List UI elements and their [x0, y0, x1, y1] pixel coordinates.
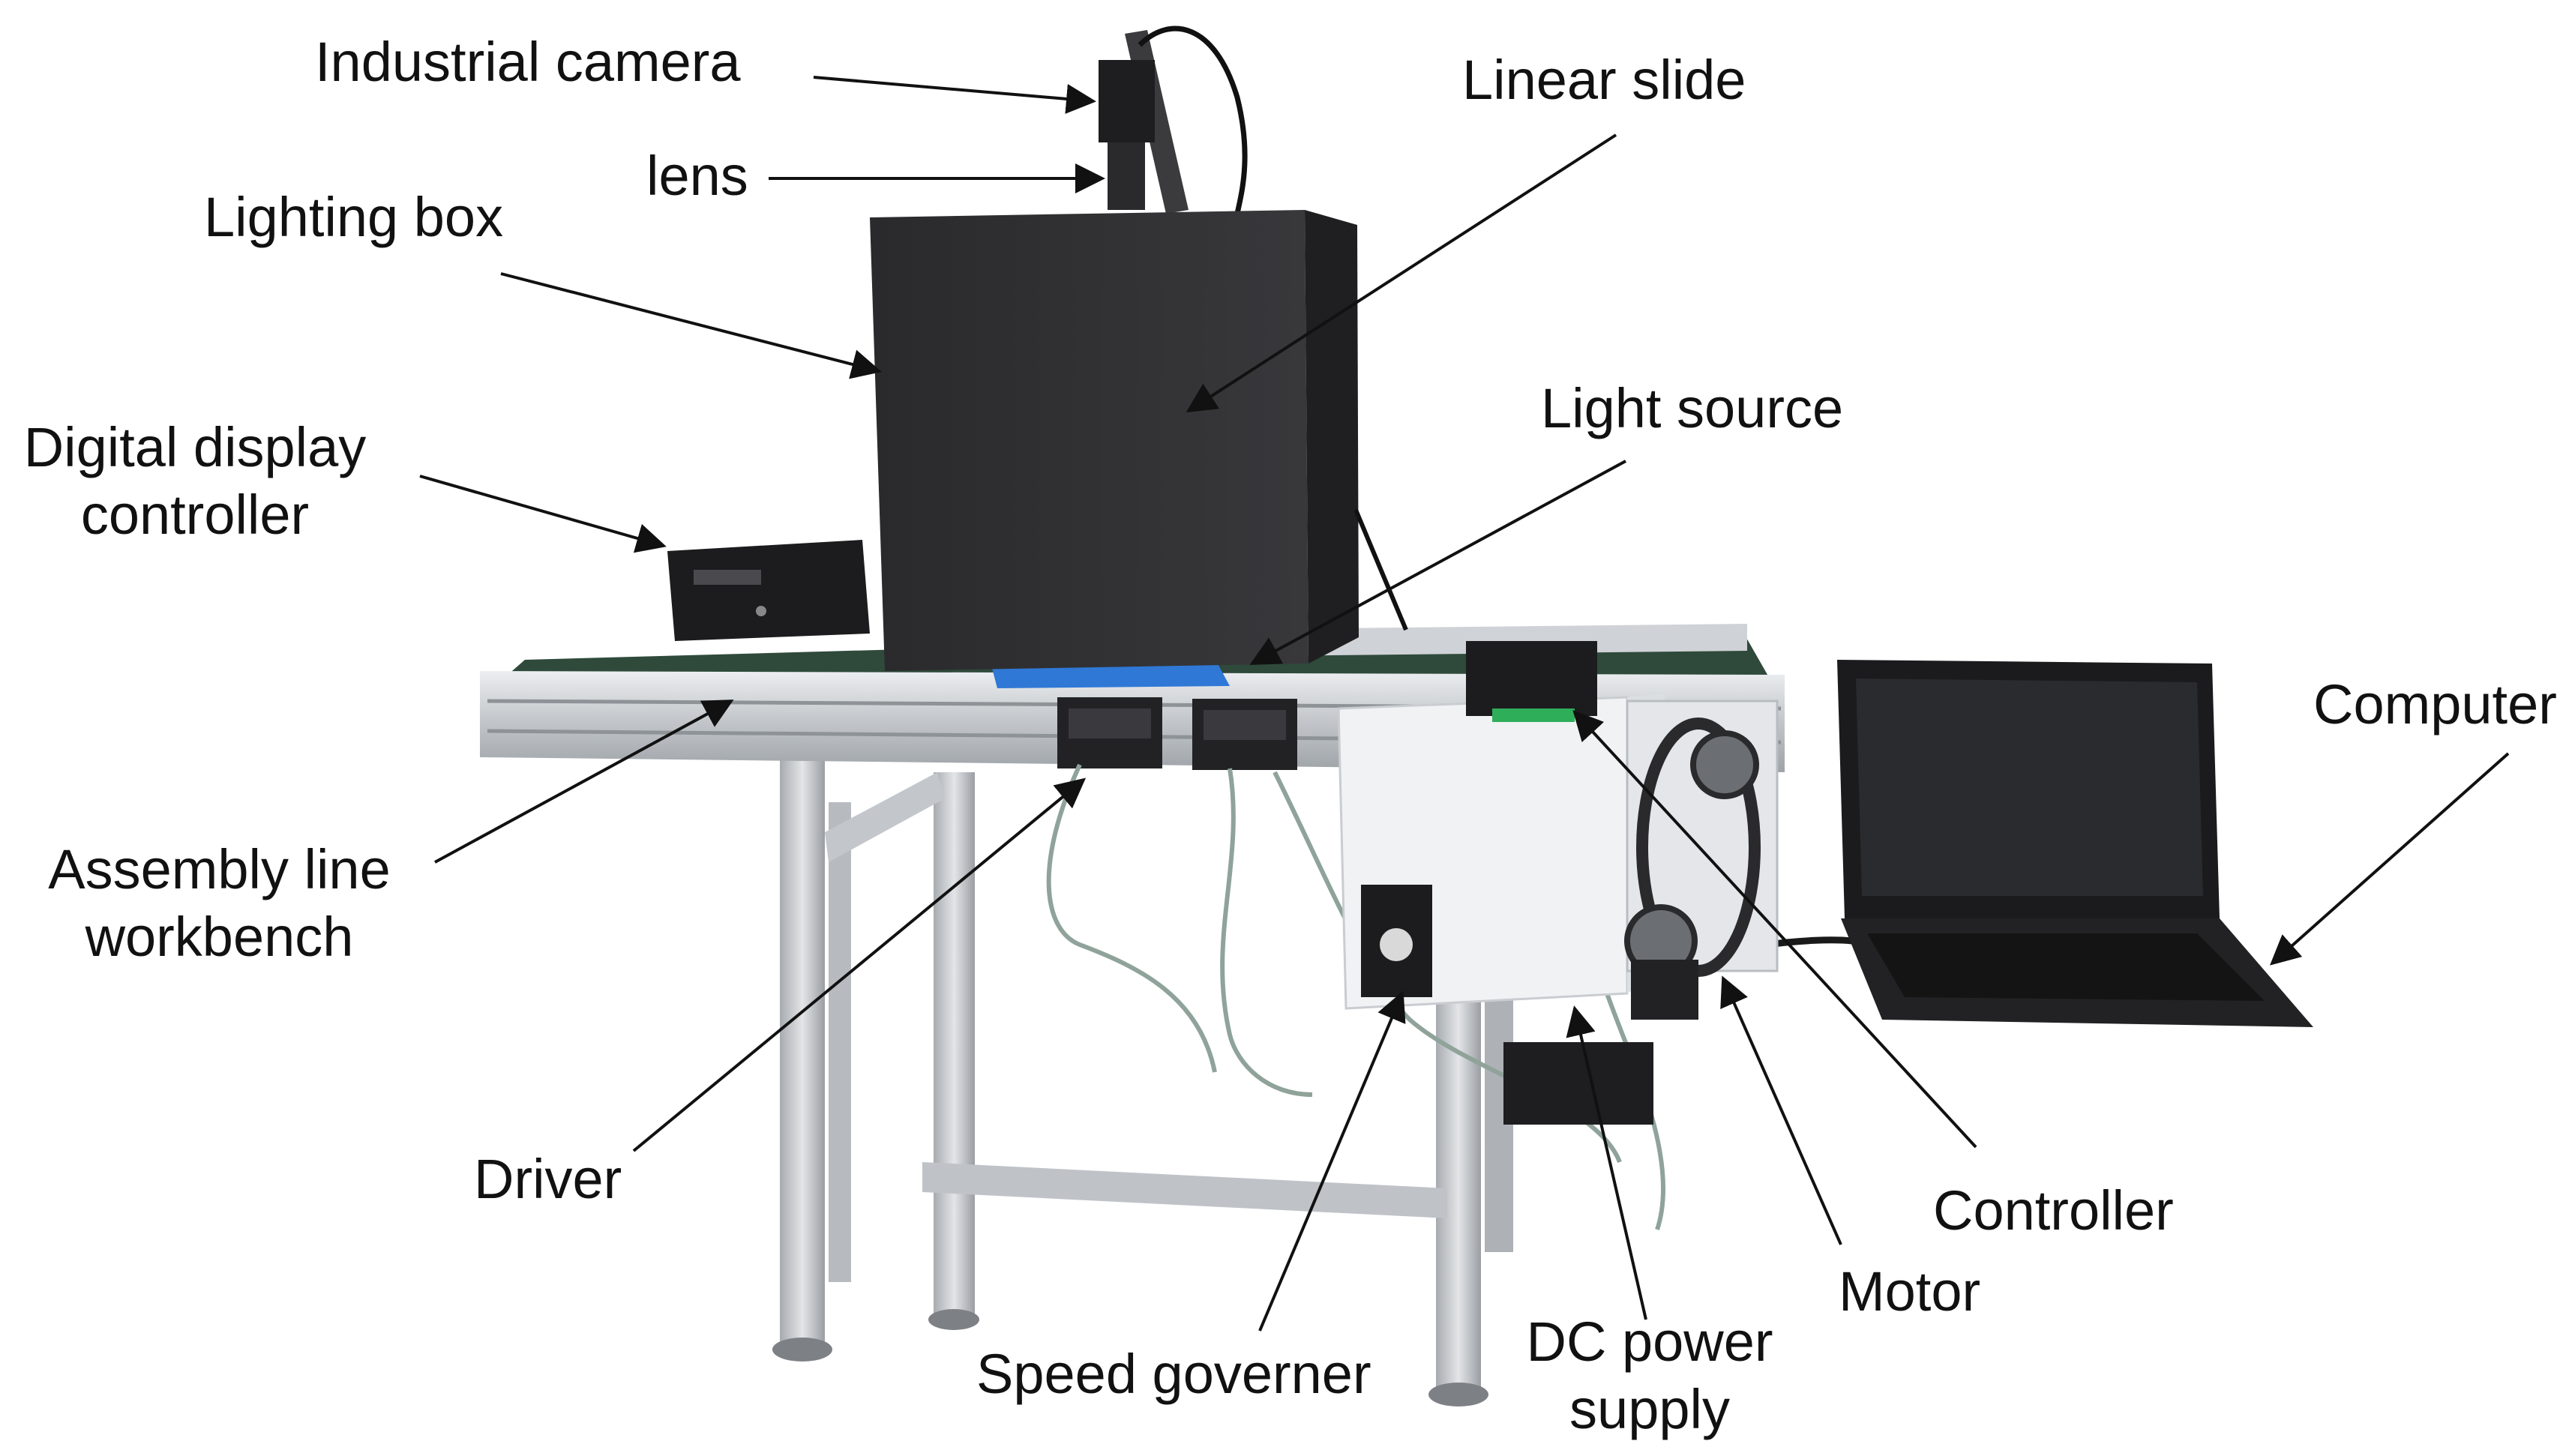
lower-crossbar — [922, 1162, 1447, 1218]
label-dc-power-supply-line1: DC power — [1526, 1311, 1773, 1373]
label-dc-power-supply-line2: supply — [1569, 1378, 1730, 1441]
left-cross-brace — [825, 772, 945, 862]
left-front-leg — [780, 757, 825, 1350]
label-assembly-line-workbench: Assembly line workbench — [34, 836, 405, 972]
leader-lines — [419, 76, 2510, 1332]
lighting-box-graphic — [870, 210, 1408, 671]
arrow-controller — [1572, 710, 1977, 1149]
upper-sprocket — [1690, 730, 1759, 799]
label-linear-slide: Linear slide — [1462, 49, 1746, 111]
label-driver: Driver — [474, 1148, 622, 1210]
camera-cable — [1138, 25, 1248, 214]
driver-units — [1057, 697, 1297, 770]
label-controller: Controller — [1933, 1179, 2174, 1242]
arrow-motor — [1720, 975, 1842, 1245]
display-controller-screen — [694, 570, 761, 585]
label-digital-display-controller: Digital display controller — [15, 414, 375, 550]
display-controller-knob — [756, 606, 766, 616]
lighting-box-side — [1305, 210, 1359, 664]
display-controller-body — [667, 540, 870, 641]
label-digital-display-controller-line2: controller — [80, 484, 310, 547]
foot-right-front — [1428, 1383, 1488, 1407]
label-lens: lens — [646, 145, 748, 207]
laptop-screen — [1856, 679, 2203, 896]
laptop-graphic — [1837, 660, 2313, 1027]
controller-terminal-strip — [1492, 709, 1575, 722]
laptop-keyboard — [1867, 933, 2265, 1001]
arrow-linear-slide — [1186, 133, 1617, 413]
left-rear-leg — [934, 772, 975, 1320]
label-computer: Computer — [2313, 673, 2557, 735]
arrow-digital-display-controller — [419, 475, 667, 553]
driver-unit-1-face — [1069, 709, 1151, 738]
label-assembly-line-workbench-line2: workbench — [85, 906, 354, 969]
label-dc-power-supply: DC power supply — [1507, 1308, 1792, 1444]
arrow-light-source — [1249, 460, 1626, 665]
motor-drive-graphic — [1503, 700, 1779, 1125]
label-lighting-box: Lighting box — [204, 186, 504, 248]
driver-unit-2-face — [1204, 710, 1286, 740]
foot-left-front — [772, 1338, 832, 1362]
camera-lens — [1108, 142, 1145, 210]
arrow-driver — [632, 777, 1087, 1152]
label-digital-display-controller-line1: Digital display — [23, 416, 367, 478]
digital-display-controller-graphic — [667, 540, 870, 641]
motor-body — [1631, 960, 1698, 1020]
dc-power-supply-unit — [1503, 1042, 1653, 1125]
label-speed-governer: Speed governer — [976, 1343, 1371, 1405]
arrow-industrial-camera — [813, 76, 1096, 114]
left-mid-post — [829, 802, 851, 1282]
lighting-box-front — [870, 210, 1308, 671]
cable-1 — [1046, 763, 1217, 1073]
box-cable — [1353, 508, 1408, 631]
label-motor: Motor — [1839, 1260, 1981, 1323]
camera-assembly — [1099, 25, 1248, 214]
label-light-source: Light source — [1541, 377, 1844, 439]
arrow-assembly-line-workbench — [434, 700, 734, 864]
speed-governer-knob — [1380, 928, 1413, 961]
cable-2 — [1220, 768, 1313, 1097]
foot-left-rear — [928, 1309, 979, 1330]
camera-body — [1099, 60, 1155, 142]
arrow-lighting-box — [500, 272, 882, 379]
arrow-computer — [2270, 752, 2510, 966]
controller-unit — [1466, 641, 1597, 716]
arrow-speed-governer — [1258, 990, 1406, 1332]
label-industrial-camera: Industrial camera — [315, 31, 741, 93]
arrow-dc-power-supply — [1566, 1005, 1647, 1320]
label-assembly-line-workbench-line1: Assembly line — [48, 838, 391, 900]
